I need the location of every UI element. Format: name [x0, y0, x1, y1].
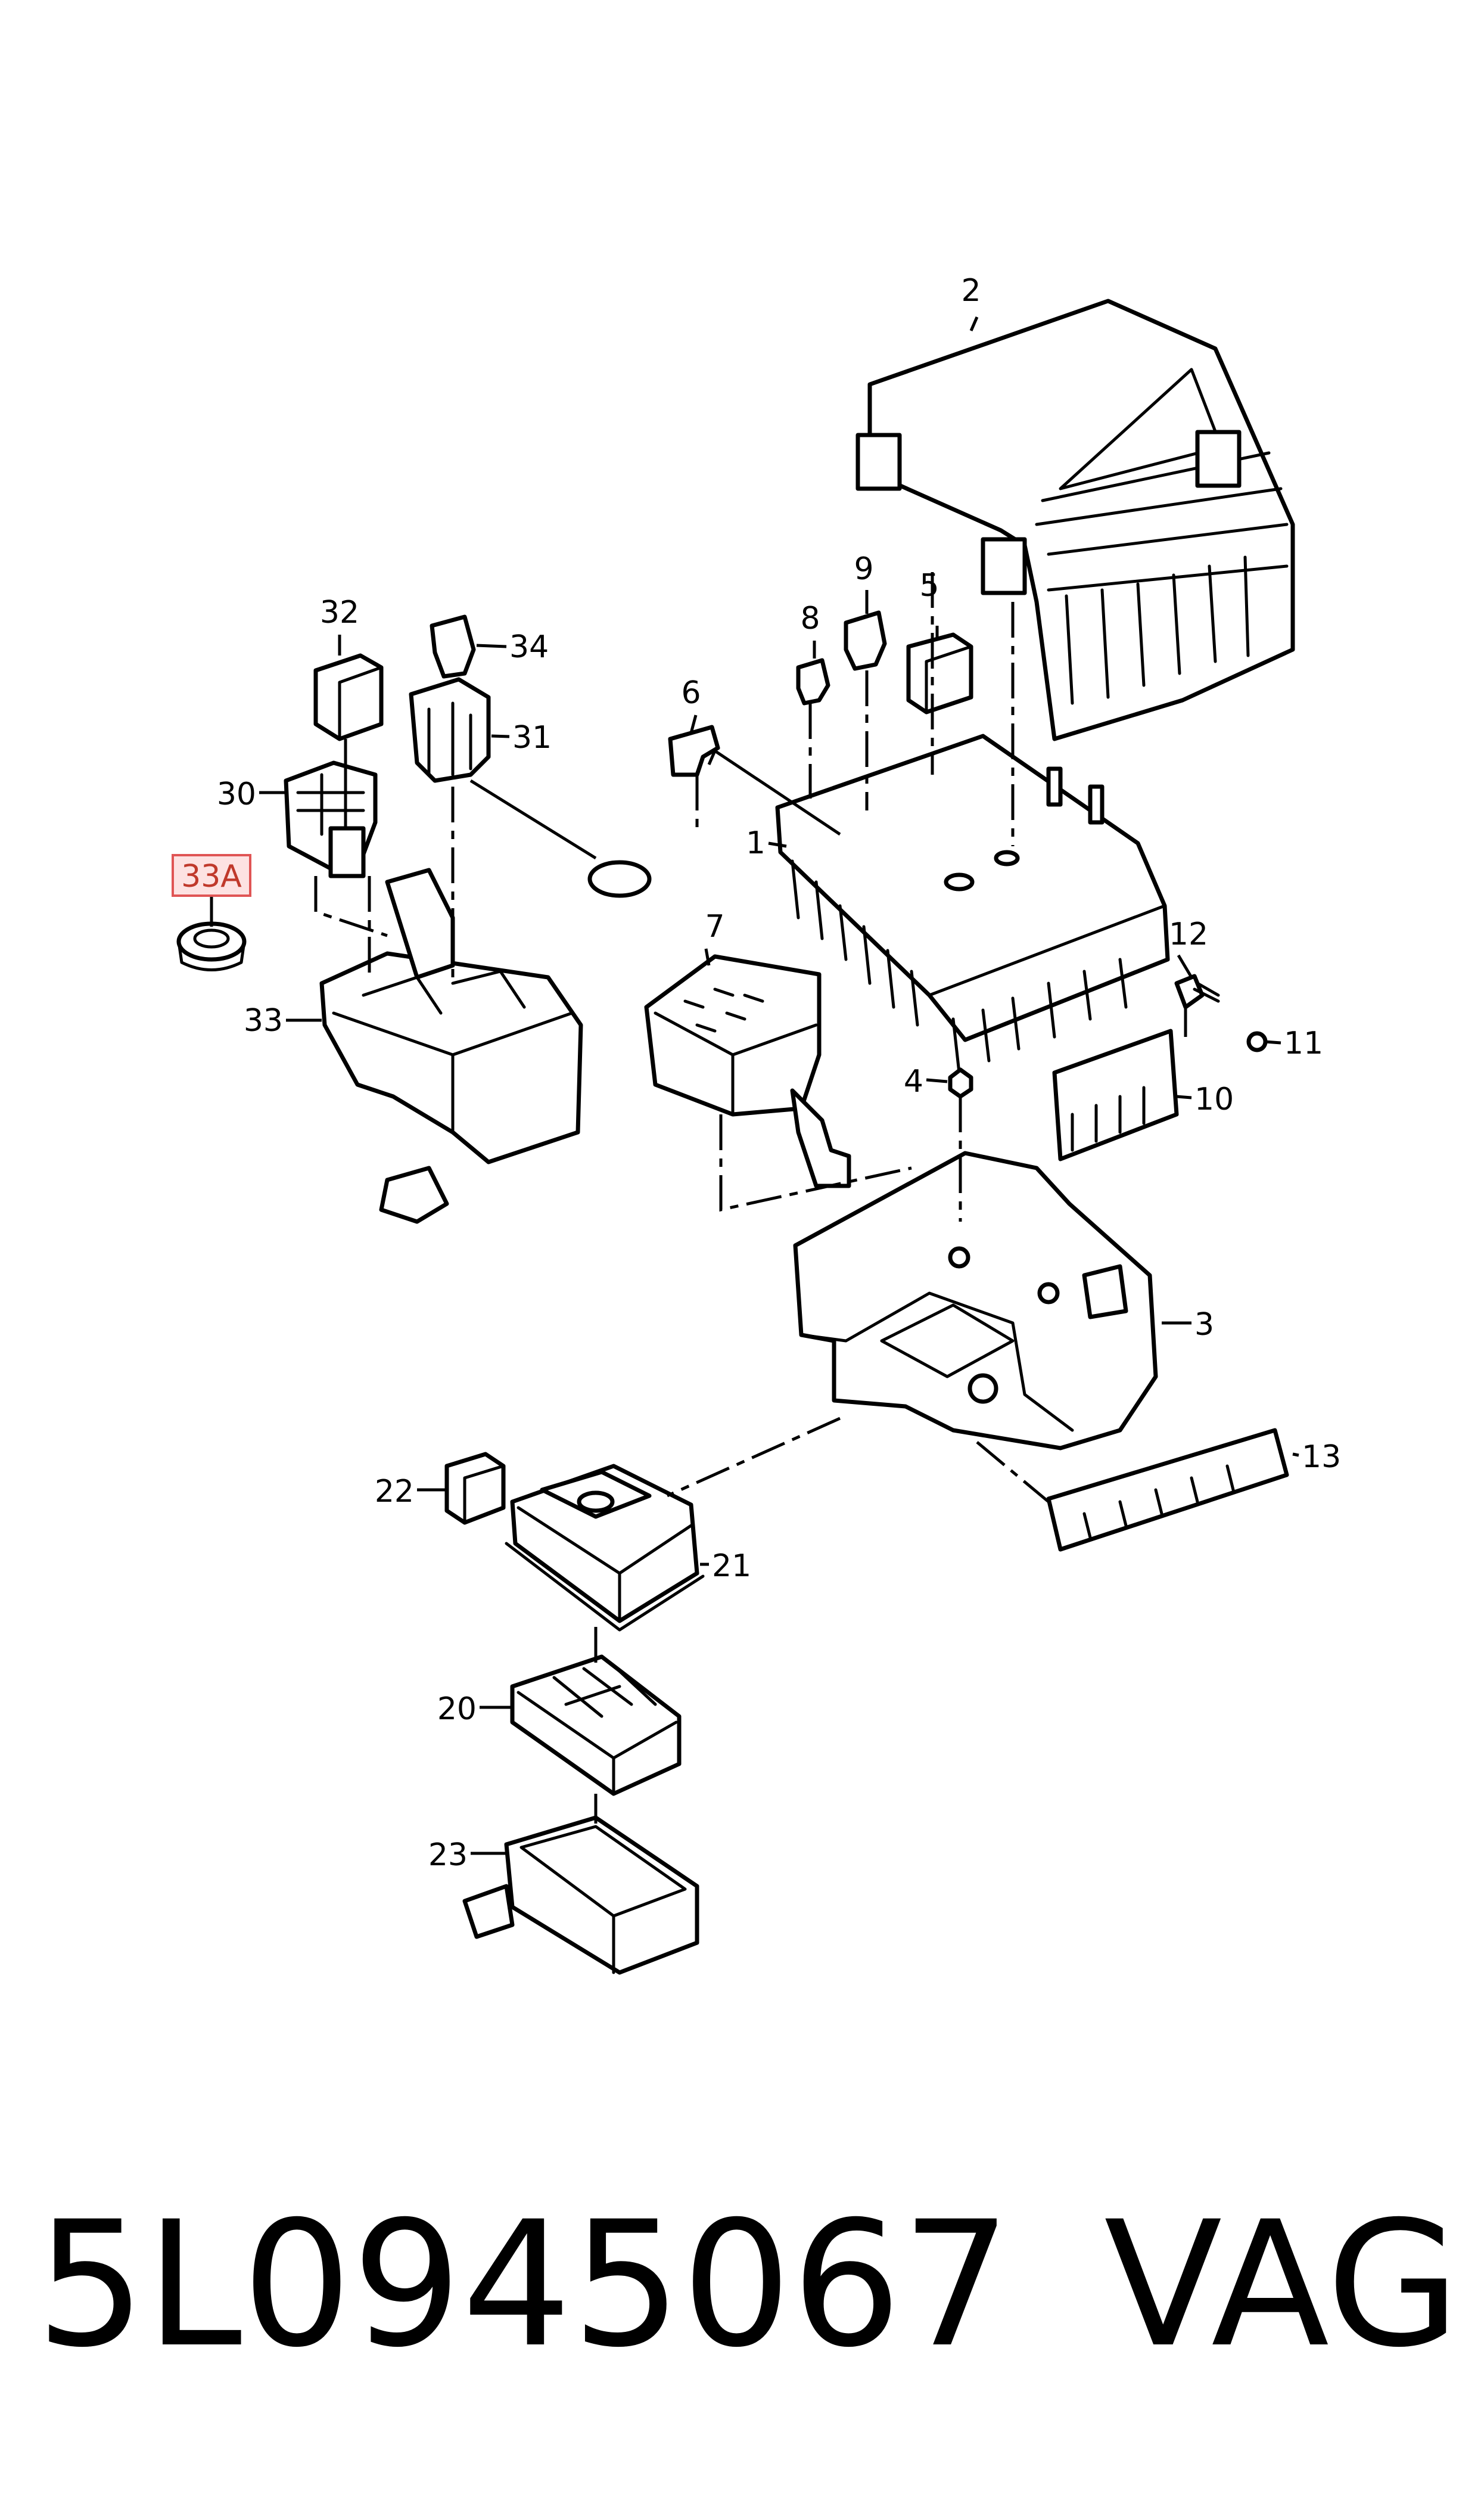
callout-33a: 33A	[181, 859, 242, 894]
part-7-fuse-block	[644, 954, 851, 1188]
part-3-carrier	[793, 1151, 1158, 1450]
part-1-fuse-box	[775, 734, 1170, 1074]
callout-10: 10	[1194, 1082, 1234, 1117]
alignment-lines	[314, 572, 1187, 1824]
part-4-nut	[948, 1067, 973, 1099]
leader-lines	[210, 316, 1299, 1855]
part-20-relay-carrier	[510, 1654, 682, 1796]
callout-31: 31	[512, 720, 552, 756]
part-10-terminal-strip	[1052, 1029, 1179, 1161]
callout-2: 2	[961, 273, 981, 309]
callout-22: 22	[375, 1474, 414, 1509]
callout-7: 7	[705, 909, 724, 945]
callout-1: 1	[746, 825, 766, 861]
callout-9: 9	[854, 551, 873, 587]
callout-8: 8	[800, 601, 820, 636]
part-23-lower-housing	[462, 1815, 699, 1975]
callout-23: 23	[428, 1837, 468, 1873]
part-number: 5L0945067	[36, 2185, 1012, 2386]
part-34-fuse	[430, 614, 476, 679]
part-11-nut	[1246, 1031, 1268, 1052]
callout-11: 11	[1284, 1026, 1323, 1061]
part-8-fuse	[796, 658, 830, 706]
part-5-relay	[906, 632, 973, 715]
brand-name: VAG	[1104, 2185, 1460, 2386]
callout-34: 34	[509, 629, 549, 665]
callout-21: 21	[712, 1548, 751, 1584]
callout-33a-highlight: 33A	[172, 854, 251, 897]
callout-labels: 2 1 6 8 9 5 12 11 10 4 7 3 13 32 34 31 3…	[217, 273, 1341, 1873]
part-21-cover	[505, 1464, 705, 1632]
part-22-relay	[444, 1452, 506, 1525]
callout-20: 20	[437, 1691, 477, 1727]
part-13-comb-strip	[1046, 1428, 1289, 1552]
part-9-fuse	[844, 610, 887, 671]
part-6-clip	[668, 725, 720, 777]
callout-5: 5	[919, 568, 939, 604]
callout-3: 3	[1194, 1307, 1214, 1343]
callout-13: 13	[1302, 1439, 1341, 1475]
part-2-cover	[855, 299, 1295, 741]
callout-4: 4	[904, 1064, 923, 1099]
callout-32: 32	[320, 595, 359, 630]
part-31-holder	[409, 677, 652, 898]
part-30-connector	[284, 760, 378, 878]
part-12-bolt	[1174, 974, 1220, 1010]
part-32-relay	[313, 653, 384, 741]
callout-12: 12	[1169, 917, 1208, 952]
callout-30: 30	[217, 776, 256, 812]
callout-6: 6	[681, 675, 701, 711]
part-33-bracket	[319, 868, 583, 1224]
callout-33: 33	[244, 1003, 283, 1039]
part-33a-grommet	[176, 921, 247, 971]
